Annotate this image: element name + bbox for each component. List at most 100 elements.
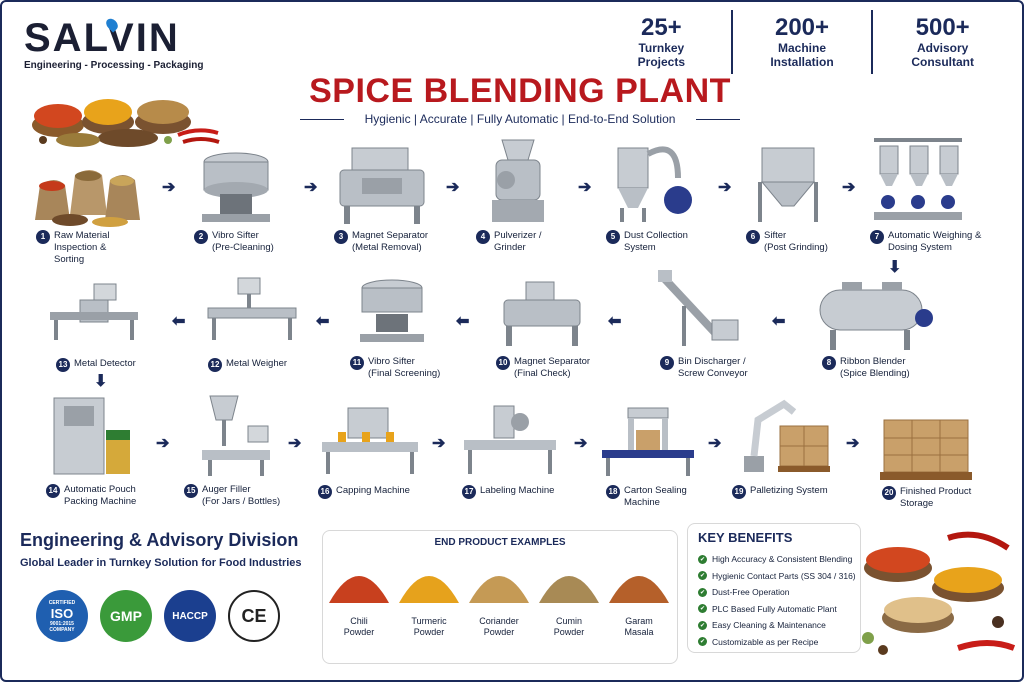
step-label-10: 10 Magnet Separator (Final Check)	[496, 356, 590, 380]
benefit-item: ✔ High Accuracy & Consistent Blending	[698, 551, 853, 568]
step-number-badge: 15	[184, 484, 198, 498]
arrow-left-icon: ⬅	[172, 313, 186, 330]
step-text: Raw Material Inspection & Sorting	[54, 230, 110, 265]
step-text: Ribbon Blender (Spice Blending)	[840, 356, 910, 379]
chili-powder-image	[329, 576, 389, 603]
pouch-packing-image	[53, 397, 130, 475]
carton-sealing-image	[602, 407, 694, 476]
auger-filler-image	[202, 395, 270, 476]
stat-number: 200+	[774, 14, 830, 41]
dust-collector-image	[617, 146, 692, 222]
subtitle-rule-left	[300, 119, 344, 120]
iso-main-text: ISO	[50, 605, 74, 621]
step-label-17: 17 Labeling Machine	[462, 485, 554, 499]
product-label: Chili Powder	[343, 616, 375, 637]
step-number-badge: 7	[870, 230, 884, 244]
step-number-badge: 10	[496, 356, 510, 370]
step-number-badge: 12	[208, 358, 222, 372]
page-title: SPICE BLENDING PLANT	[309, 72, 731, 110]
arrow-right-icon: ➔	[156, 435, 170, 452]
benefit-text: PLC Based Fully Automatic Plant	[712, 603, 837, 614]
benefit-text: High Accuracy & Consistent Blending	[712, 554, 853, 565]
arrow-right-icon: ➔	[162, 179, 176, 196]
end-products-panel: END PRODUCT EXAMPLES Chili Powder Turmer…	[322, 530, 678, 664]
step-text: Metal Detector	[74, 358, 136, 369]
benefit-item: ✔Dust-Free Operation	[698, 584, 850, 601]
step-number-badge: 2	[194, 230, 208, 244]
arrow-right-icon: ➔	[846, 435, 860, 452]
page-subtitle: Hygienic | Accurate | Fully Automatic | …	[364, 112, 676, 126]
product-coriander: Coriander Powder	[467, 555, 531, 638]
step-label-12: 12 Metal Weigher	[208, 358, 287, 372]
arrow-right-icon: ➔	[432, 435, 446, 452]
step-label-15: 15 Auger Filler (For Jars / Bottles)	[184, 484, 280, 508]
magnet-separator-image	[339, 147, 425, 224]
step-text: Dust Collection System	[624, 230, 688, 253]
pulverizer-image	[492, 139, 544, 222]
brand-logo[interactable]: SALVIN Engineering - Processing - Packag…	[24, 16, 204, 71]
garam-masala-image	[609, 576, 669, 603]
step-label-8: 8 Ribbon Blender (Spice Blending)	[822, 356, 910, 380]
step-label-7: 7 Automatic Weighing & Dosing System	[870, 230, 981, 254]
division-title: Engineering & Advisory Division	[20, 530, 299, 550]
step-number-badge: 11	[350, 356, 364, 370]
step-label-4: 4 Pulverizer / Grinder	[476, 230, 542, 254]
stats-bar: 25+ Turnkey Projects 200+ Machine Instal…	[592, 10, 1012, 74]
ribbon-blender-image	[819, 282, 933, 350]
benefit-item: ✔Hygienic Contact Parts (SS 304 / 316)	[698, 568, 856, 585]
step-text: Automatic Pouch Packing Machine	[64, 484, 137, 507]
division-subtitle: Global Leader in Turnkey Solution for Fo…	[20, 557, 302, 569]
gmp-text: GMP	[110, 608, 142, 624]
step-number-badge: 20	[882, 486, 896, 500]
arrow-right-icon: ➔	[574, 435, 588, 452]
arrow-right-icon: ➔	[288, 435, 302, 452]
step-number-badge: 8	[822, 356, 836, 370]
step-text: Vibro Sifter (Final Screening)	[368, 356, 441, 379]
benefit-item: ✔Customizable as per Recipe	[698, 634, 850, 651]
arrow-left-icon: ⬅	[456, 313, 470, 330]
labeling-machine-image	[464, 405, 556, 474]
benefit-text: Easy Cleaning & Maintenance	[712, 620, 826, 631]
subtitle-rule-right	[696, 119, 740, 120]
step-text: Labeling Machine	[480, 485, 555, 496]
benefit-item: ✔ Easy Cleaning & Maintenance	[698, 617, 850, 634]
palletizing-robot-image	[744, 399, 830, 472]
arrow-down-icon: ⬇	[94, 373, 108, 390]
certification-badges: CERTIFIED ISO 9001:2015 COMPANY GMP HACC…	[36, 590, 280, 642]
arrow-right-icon: ➔	[708, 435, 722, 452]
vibro-sifter-image	[202, 152, 270, 222]
step-number-badge: 19	[732, 485, 746, 499]
iso-top-text: CERTIFIED	[48, 599, 76, 606]
step-label-18: 18 Carton Sealing Machine	[606, 485, 687, 509]
step-text: Finished Product Storage	[900, 486, 972, 509]
step-number-badge: 1	[36, 230, 50, 244]
stat-label: Machine Installation	[770, 41, 834, 69]
step-number-badge: 18	[606, 485, 620, 499]
finished-storage-image	[880, 419, 972, 480]
step-text: Auger Filler (For Jars / Bottles)	[202, 484, 281, 507]
cumin-powder-image	[539, 576, 599, 603]
step-text: Automatic Weighing & Dosing System	[888, 230, 982, 253]
check-icon: ✔	[698, 554, 707, 564]
product-garam-masala: Garam Masala	[607, 555, 671, 638]
ce-text: CE	[241, 605, 267, 626]
step-number-badge: 5	[606, 230, 620, 244]
metal-detector-image	[50, 283, 138, 340]
end-products-title: END PRODUCT EXAMPLES	[434, 537, 566, 548]
step-text: Carton Sealing Machine	[624, 485, 687, 508]
step-text: Metal Weigher	[226, 358, 288, 369]
step-text: Palletizing System	[750, 485, 828, 496]
arrow-right-icon: ➔	[304, 179, 318, 196]
turmeric-powder-image	[399, 576, 459, 603]
stat-number: 500+	[915, 14, 970, 41]
stat-installations: 200+ Machine Installation	[733, 10, 874, 74]
product-label: Garam Masala	[624, 616, 654, 637]
raw-material-sacks-image	[35, 170, 140, 227]
step-label-14: 14 Automatic Pouch Packing Machine	[46, 484, 136, 508]
check-icon: ✔	[698, 620, 707, 630]
arrow-left-icon: ⬅	[608, 313, 622, 330]
magnet-separator-final-image	[503, 281, 581, 346]
step-label-9: 9 Bin Discharger / Screw Conveyor	[660, 356, 748, 380]
step-text: Vibro Sifter (Pre-Cleaning)	[212, 230, 274, 253]
